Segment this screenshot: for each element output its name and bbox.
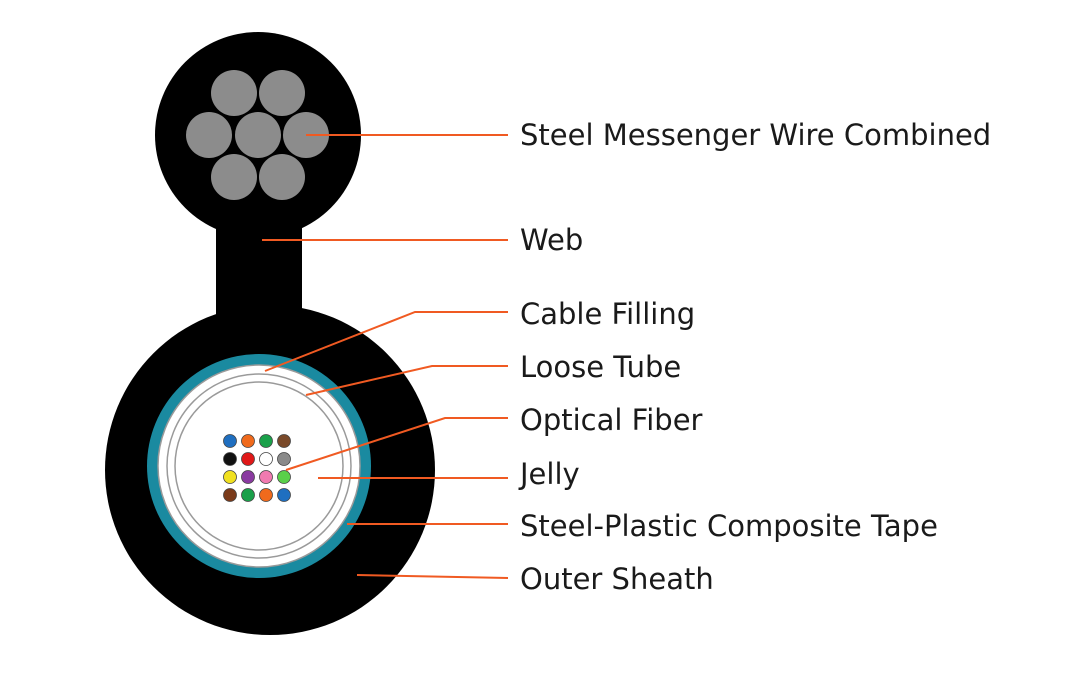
steel-strand bbox=[259, 70, 305, 116]
optical-fiber bbox=[277, 488, 291, 502]
leader-line-optical-fiber bbox=[285, 417, 508, 471]
leader-line-outer-sheath bbox=[356, 574, 509, 579]
optical-fiber bbox=[259, 488, 273, 502]
optical-fiber bbox=[259, 452, 273, 466]
optical-fiber bbox=[223, 452, 237, 466]
loose-tube-ring-outer bbox=[166, 373, 352, 559]
label-steel-plastic-tape: Steel-Plastic Composite Tape bbox=[520, 509, 938, 543]
steel-strands bbox=[186, 70, 329, 200]
optical-fiber bbox=[241, 470, 255, 484]
optical-fiber bbox=[259, 470, 273, 484]
optical-fiber bbox=[223, 470, 237, 484]
leader-line-loose-tube bbox=[305, 365, 508, 396]
label-loose-tube: Loose Tube bbox=[520, 350, 682, 384]
label-steel-messenger-wire: Steel Messenger Wire Combined bbox=[520, 118, 992, 152]
label-web: Web bbox=[520, 223, 584, 257]
optical-fiber bbox=[223, 488, 237, 502]
cable-filling-core bbox=[157, 364, 361, 568]
web-neck bbox=[216, 200, 302, 320]
optical-fiber bbox=[241, 452, 255, 466]
loose-tube-ring-inner bbox=[174, 381, 344, 551]
steel-strand bbox=[259, 154, 305, 200]
leader-lines bbox=[262, 134, 509, 579]
optical-fiber bbox=[277, 452, 291, 466]
label-jelly: Jelly bbox=[520, 457, 580, 491]
optical-fiber bbox=[277, 470, 291, 484]
optical-fiber bbox=[223, 434, 237, 448]
steel-strand bbox=[186, 112, 232, 158]
label-cable-filling: Cable Filling bbox=[520, 297, 696, 331]
optical-fiber bbox=[277, 434, 291, 448]
label-optical-fiber: Optical Fiber bbox=[520, 403, 703, 437]
steel-strand bbox=[211, 154, 257, 200]
label-outer-sheath: Outer Sheath bbox=[520, 562, 714, 596]
optical-fiber bbox=[241, 434, 255, 448]
optical-fiber bbox=[259, 434, 273, 448]
leader-line-cable-filling bbox=[264, 311, 508, 372]
optical-fiber bbox=[241, 488, 255, 502]
steel-strand bbox=[235, 112, 281, 158]
optical-fiber-bundle bbox=[223, 434, 291, 502]
steel-strand bbox=[211, 70, 257, 116]
